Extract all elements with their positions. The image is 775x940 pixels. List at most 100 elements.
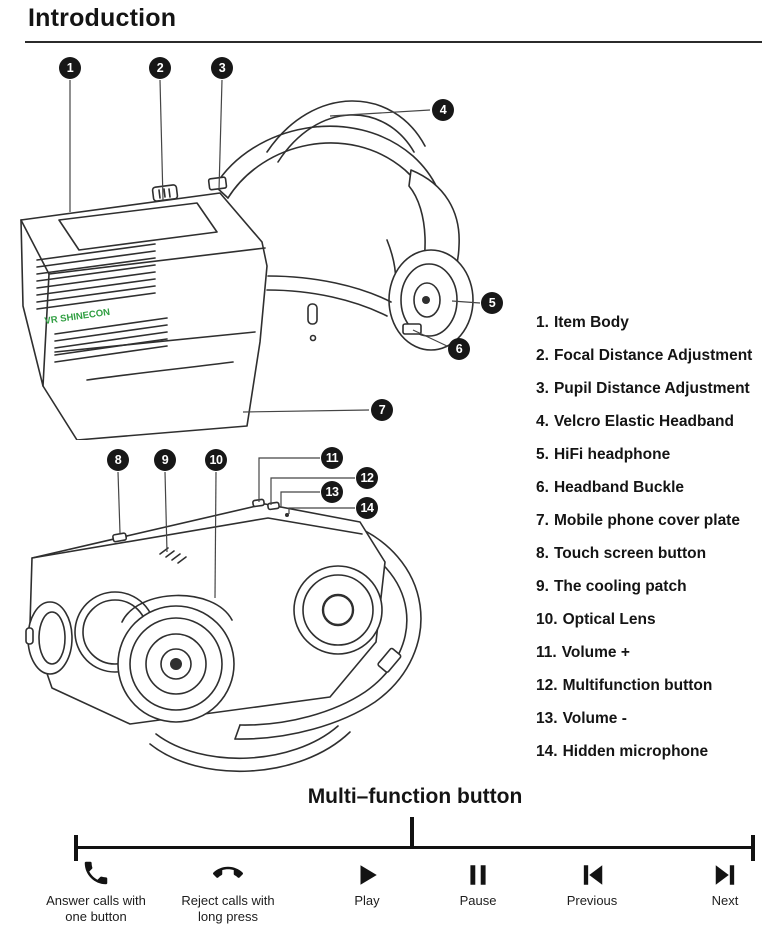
part-label: Mobile phone cover plate: [553, 511, 740, 529]
part-item: 8.Touch screen button: [536, 537, 752, 570]
headband-buckle: [402, 323, 422, 335]
action-play: Play: [331, 855, 403, 909]
volume-button: [252, 498, 265, 508]
part-number: 1.: [536, 313, 549, 331]
crown-strap-outer: [266, 100, 426, 153]
part-item: 14.Hidden microphone: [536, 735, 752, 768]
cover-plate-edge: [54, 331, 256, 353]
part-label: The cooling patch: [553, 577, 687, 595]
part-label: Item Body: [553, 313, 629, 331]
part-item: 12.Multifunction button: [536, 669, 752, 702]
action-label: Next: [711, 893, 739, 908]
action-answer-call: Answer calls with one button: [38, 855, 154, 926]
page-title: Introduction: [28, 4, 177, 32]
front-grille-lower: [54, 317, 168, 363]
touch-screen-button: [112, 532, 128, 543]
timeline-bar: [75, 846, 754, 849]
timeline-endcap-left: [74, 835, 78, 861]
part-number: 2.: [536, 346, 549, 364]
part-label: Optical Lens: [562, 610, 656, 628]
part-number: 6.: [536, 478, 549, 496]
headset-top-view-drawing: [20, 100, 474, 440]
action-pause: Pause: [442, 855, 514, 909]
timeline-stem: [410, 817, 414, 847]
cooling-patch: [159, 547, 187, 564]
callout-13: 13: [321, 481, 343, 503]
multifunction-title: Multi–function button: [307, 785, 523, 808]
part-item: 2.Focal Distance Adjustment: [536, 339, 752, 372]
callout-3: 3: [211, 57, 233, 79]
optical-lens-right: [293, 565, 383, 655]
callout-8: 8: [107, 449, 129, 471]
reject-call-icon: [168, 855, 288, 888]
part-number: 13.: [536, 709, 558, 727]
cover-plate-slot: [86, 361, 234, 381]
part-number: 12.: [536, 676, 558, 694]
play-icon: [331, 855, 403, 888]
ear-cup-yoke: [121, 594, 233, 623]
part-item: 13.Volume -: [536, 702, 752, 735]
callout-12: 12: [356, 467, 378, 489]
title-underline: [25, 41, 762, 43]
callout-14: 14: [356, 497, 378, 519]
part-number: 9.: [536, 577, 549, 595]
part-number: 3.: [536, 379, 549, 397]
action-label: Pause: [459, 893, 497, 908]
callout-6: 6: [448, 338, 470, 360]
action-previous: Previous: [552, 855, 632, 909]
part-number: 10.: [536, 610, 558, 628]
action-label: Reject calls with long press: [181, 893, 275, 925]
part-number: 5.: [536, 445, 549, 463]
callout-7: 7: [371, 399, 393, 421]
part-number: 8.: [536, 544, 549, 562]
headset-rear-view-drawing: [25, 498, 422, 773]
part-label: Pupil Distance Adjustment: [553, 379, 750, 397]
multifunction-button: [267, 501, 280, 511]
part-item: 5.HiFi headphone: [536, 438, 752, 471]
timeline-endcap-right: [751, 835, 755, 861]
action-next: Next: [689, 855, 761, 909]
strap-inner: [239, 537, 408, 726]
strap-outer: [234, 521, 422, 740]
callout-11: 11: [321, 447, 343, 469]
part-label: Multifunction button: [562, 676, 713, 694]
part-label: Touch screen button: [553, 544, 707, 562]
next-icon: [689, 855, 761, 888]
hidden-microphone-hole: [285, 513, 289, 517]
part-item: 9.The cooling patch: [536, 570, 752, 603]
top-recess: [58, 202, 218, 251]
front-grille-upper: [36, 243, 156, 310]
callout-5: 5: [481, 292, 503, 314]
pause-icon: [442, 855, 514, 888]
part-number: 14.: [536, 742, 558, 760]
callout-1: 1: [59, 57, 81, 79]
part-number: 7.: [536, 511, 549, 529]
answer-call-icon: [38, 855, 154, 888]
part-label: HiFi headphone: [553, 445, 671, 463]
part-number: 4.: [536, 412, 549, 430]
headband-inner-line: [227, 142, 436, 231]
part-item: 3.Pupil Distance Adjustment: [536, 372, 752, 405]
callout-10: 10: [205, 449, 227, 471]
action-reject-call: Reject calls with long press: [168, 855, 288, 926]
bottom-device-illustration: [25, 498, 422, 773]
part-item: 4.Velcro Elastic Headband: [536, 405, 752, 438]
part-number: 11.: [536, 643, 557, 661]
part-item: 1.Item Body: [536, 306, 752, 339]
crown-strap-inner: [277, 114, 415, 163]
part-label: Velcro Elastic Headband: [553, 412, 734, 430]
callout-2: 2: [149, 57, 171, 79]
part-item: 11.Volume +: [536, 636, 752, 669]
callout-4: 4: [432, 99, 454, 121]
side-clip: [307, 303, 318, 325]
part-label: Headband Buckle: [553, 478, 684, 496]
parts-list: 1.Item Body 2.Focal Distance Adjustment …: [536, 306, 752, 768]
part-label: Focal Distance Adjustment: [553, 346, 753, 364]
action-label: Answer calls with one button: [46, 893, 146, 925]
action-label: Previous: [566, 893, 618, 908]
action-label: Play: [354, 893, 380, 908]
part-item: 10.Optical Lens: [536, 603, 752, 636]
part-label: Hidden microphone: [562, 742, 709, 760]
callout-9: 9: [154, 449, 176, 471]
